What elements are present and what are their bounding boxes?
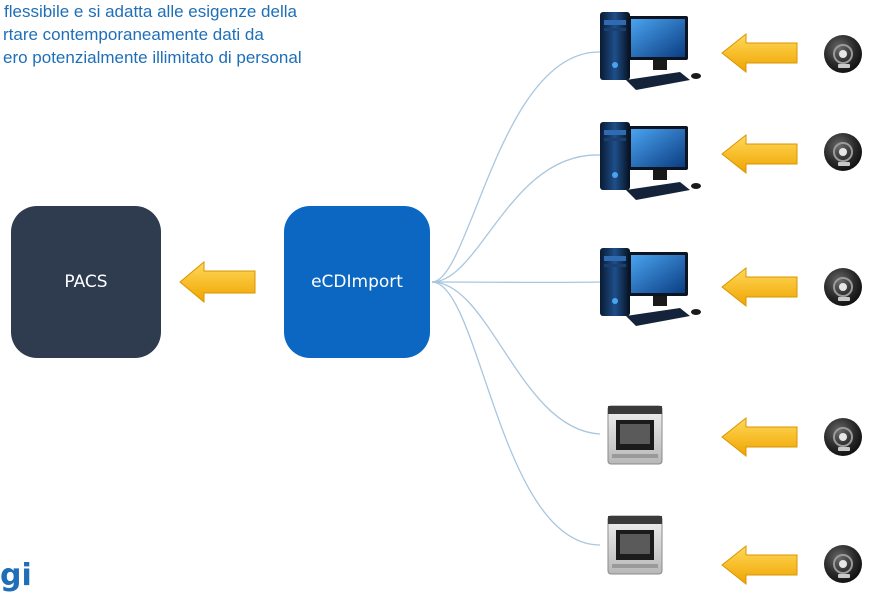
pacs-box: PACS	[11, 206, 161, 358]
connector-lines	[431, 51, 601, 546]
connector-line	[431, 281, 601, 435]
cd-disc-icon	[824, 418, 862, 456]
cd-disc-icon	[824, 268, 862, 306]
desktop-pc-icon	[600, 122, 701, 200]
arrow-left-icon	[721, 416, 798, 458]
connector-line	[431, 281, 601, 546]
ecdimport-label: eCDImport	[311, 272, 403, 292]
desktop-pc-icon	[600, 248, 701, 326]
cd-disc-icon	[824, 545, 862, 583]
ecdimport-box: eCDImport	[284, 206, 430, 358]
arrow-left-icon	[721, 544, 798, 586]
section-heading: gi	[0, 558, 32, 593]
arrow-left-icon	[721, 266, 798, 308]
intro-line-3: ero potenzialmente illimitato di persona…	[3, 48, 302, 67]
disc-publisher-icon	[607, 405, 663, 465]
pacs-label: PACS	[64, 272, 108, 292]
desktop-pc-icon	[600, 12, 701, 90]
arrow-left-icon	[721, 133, 798, 175]
disc-publisher-icon	[607, 515, 663, 575]
intro-line-1: flessibile e si adatta alle esigenze del…	[4, 2, 297, 21]
cd-disc-icon	[824, 133, 862, 171]
intro-text: flessibile e si adatta alle esigenze del…	[0, 0, 470, 69]
arrow-left-icon	[721, 32, 798, 74]
cd-disc-icon	[824, 35, 862, 73]
connector-line	[431, 154, 601, 283]
intro-line-2: rtare contemporaneamente dati da	[3, 25, 264, 44]
arrow-left-icon	[179, 260, 256, 304]
connector-line	[431, 51, 601, 283]
